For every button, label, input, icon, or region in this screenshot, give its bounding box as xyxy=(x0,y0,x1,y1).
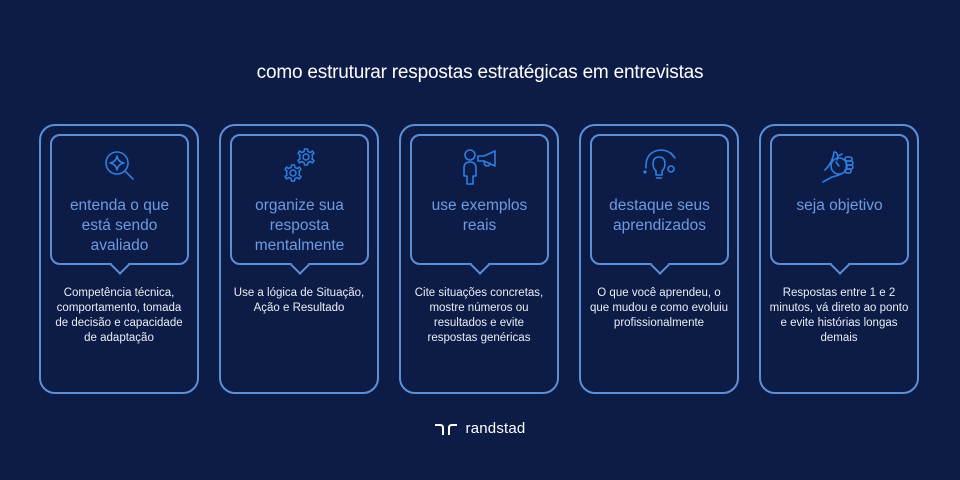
card-heading: use exemplos reais xyxy=(431,197,528,234)
speech-notch xyxy=(830,255,850,275)
speech-notch xyxy=(290,255,310,275)
card-exemplos: use exemplos reais Cite situações concre… xyxy=(399,124,559,394)
card-objetivo: seja objetivo Respostas entre 1 e 2 minu… xyxy=(759,124,919,394)
card-header-box: entenda o que está sendo avaliado xyxy=(50,134,189,275)
card-heading: destaque seus aprendizados xyxy=(609,197,710,234)
card-header-box: use exemplos reais xyxy=(410,134,549,275)
card-entenda: entenda o que está sendo avaliado Compet… xyxy=(39,124,199,394)
card-description: Use a lógica de Situação, Ação e Resulta… xyxy=(233,287,365,314)
brand-name: randstad xyxy=(465,420,526,437)
card-heading: seja objetivo xyxy=(796,197,883,214)
speech-notch xyxy=(650,255,670,275)
card-heading: entenda o que está sendo avaliado xyxy=(69,197,170,254)
card-description: Cite situações concretas, mostre números… xyxy=(414,287,544,344)
card-description: Competência técnica, comportamento, toma… xyxy=(55,287,183,344)
speech-notch xyxy=(110,255,130,275)
card-header-box: seja objetivo xyxy=(770,134,909,275)
lightbulb-orbit-icon xyxy=(592,146,727,188)
card-header-box: destaque seus aprendizados xyxy=(590,134,729,275)
person-megaphone-icon xyxy=(412,146,547,188)
randstad-logo: randstad xyxy=(0,420,960,437)
search-sparkle-icon xyxy=(52,146,187,188)
card-heading: organize sua resposta mentalmente xyxy=(254,197,345,254)
card-description: Respostas entre 1 e 2 minutos, vá direto… xyxy=(769,287,909,344)
speech-notch xyxy=(470,255,490,275)
page-title: como estruturar respostas estratégicas e… xyxy=(256,62,704,83)
gears-icon xyxy=(232,146,367,188)
card-aprendizados: destaque seus aprendizados O que você ap… xyxy=(579,124,739,394)
randstad-logo-icon xyxy=(434,423,457,435)
hand-stopwatch-icon xyxy=(772,146,907,188)
card-organize: organize sua resposta mentalmente Use a … xyxy=(219,124,379,394)
card-description: O que você aprendeu, o que mudou e como … xyxy=(589,287,729,329)
card-header-box: organize sua resposta mentalmente xyxy=(230,134,369,275)
